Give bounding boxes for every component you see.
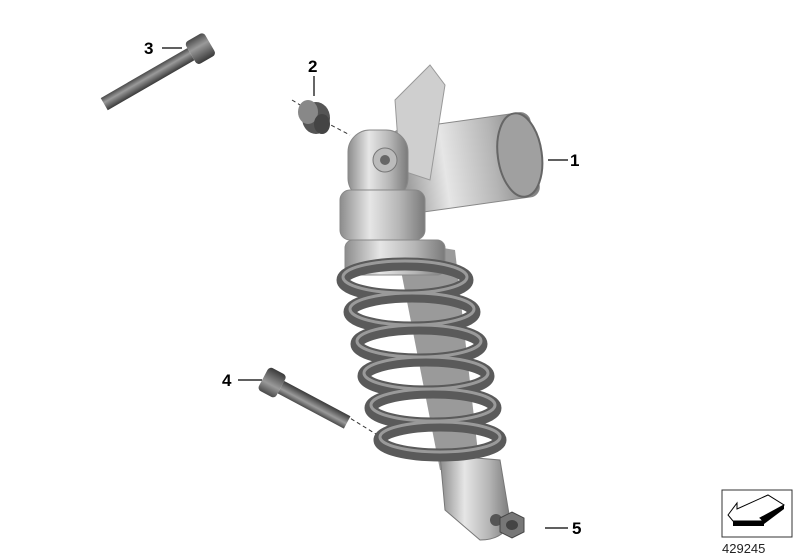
callout-1[interactable]: 1 — [570, 151, 580, 170]
callout-5[interactable]: 5 — [572, 519, 582, 538]
bushing — [298, 100, 330, 134]
nut — [499, 511, 525, 539]
arrow-down-left-icon — [721, 489, 793, 538]
lower-bolt — [258, 367, 351, 429]
callout-4[interactable]: 4 — [222, 371, 232, 390]
diagram-reference-number: 429245 — [722, 541, 766, 556]
callout-2[interactable]: 2 — [308, 57, 318, 76]
upper-bolt — [100, 33, 215, 111]
callout-3[interactable]: 3 — [144, 39, 154, 58]
leader-lines — [162, 47, 568, 529]
